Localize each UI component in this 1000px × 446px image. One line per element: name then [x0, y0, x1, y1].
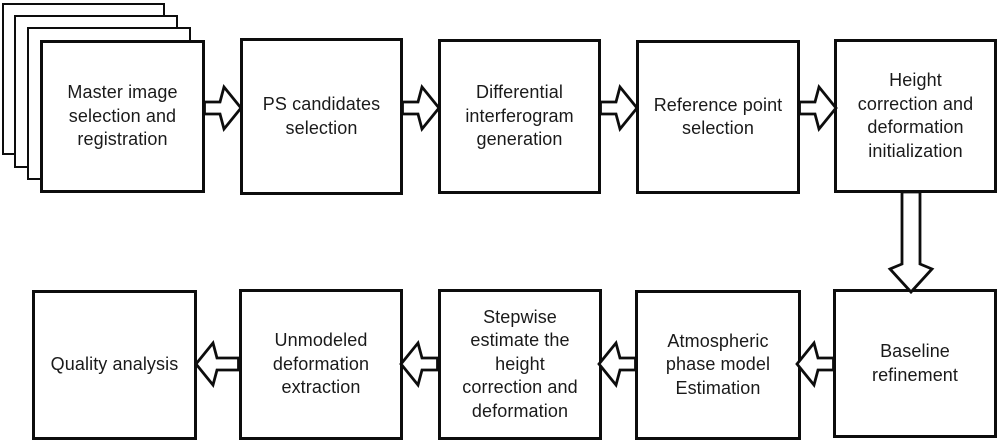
flow-box-differential-interferogram: Differential interferogram generation [438, 39, 601, 194]
arrow-left-icon-3 [399, 339, 439, 389]
box-label-stepwise-estimate: Stepwise estimate the height correction … [462, 306, 578, 421]
flow-box-unmodeled-deformation: Unmodeled deformation extraction [239, 289, 403, 440]
arrow-right-icon-2 [401, 83, 441, 133]
arrow-right-icon-4 [798, 83, 838, 133]
box-label-quality-analysis: Quality analysis [50, 354, 179, 375]
box-label-reference-point: Reference point selection [653, 94, 783, 139]
arrow-right-icon-3 [599, 83, 639, 133]
flow-box-reference-point: Reference point selection [636, 40, 800, 194]
flow-box-atmospheric-phase: Atmospheric phase model Estimation [635, 290, 801, 440]
box-label-ps-candidates: PS candidates selection [262, 94, 381, 138]
flow-box-quality-analysis: Quality analysis [32, 290, 197, 440]
box-label-master-image: Master image selection and registration [67, 82, 178, 150]
arrow-left-icon-1 [795, 339, 835, 389]
box-label-baseline-refinement: Baseline refinement [871, 341, 959, 385]
arrow-right-icon-1 [203, 83, 243, 133]
box-label-unmodeled-deformation: Unmodeled deformation extraction [272, 330, 370, 398]
flow-box-ps-candidates: PS candidates selection [240, 38, 403, 195]
box-label-differential-interferogram: Differential interferogram generation [465, 82, 574, 150]
flow-box-baseline-refinement: Baseline refinement [833, 289, 997, 438]
flow-box-height-correction-init: Height correction and deformation initia… [834, 39, 997, 193]
arrow-left-icon-2 [597, 339, 637, 389]
flow-box-master-image-selection: Master image selection and registration [40, 40, 205, 193]
arrow-down-icon [887, 190, 935, 295]
arrow-left-icon-4 [194, 339, 240, 389]
box-label-height-correction-init: Height correction and deformation initia… [857, 70, 974, 161]
box-label-atmospheric-phase: Atmospheric phase model Estimation [665, 330, 771, 398]
flow-box-stepwise-estimate: Stepwise estimate the height correction … [438, 289, 602, 440]
